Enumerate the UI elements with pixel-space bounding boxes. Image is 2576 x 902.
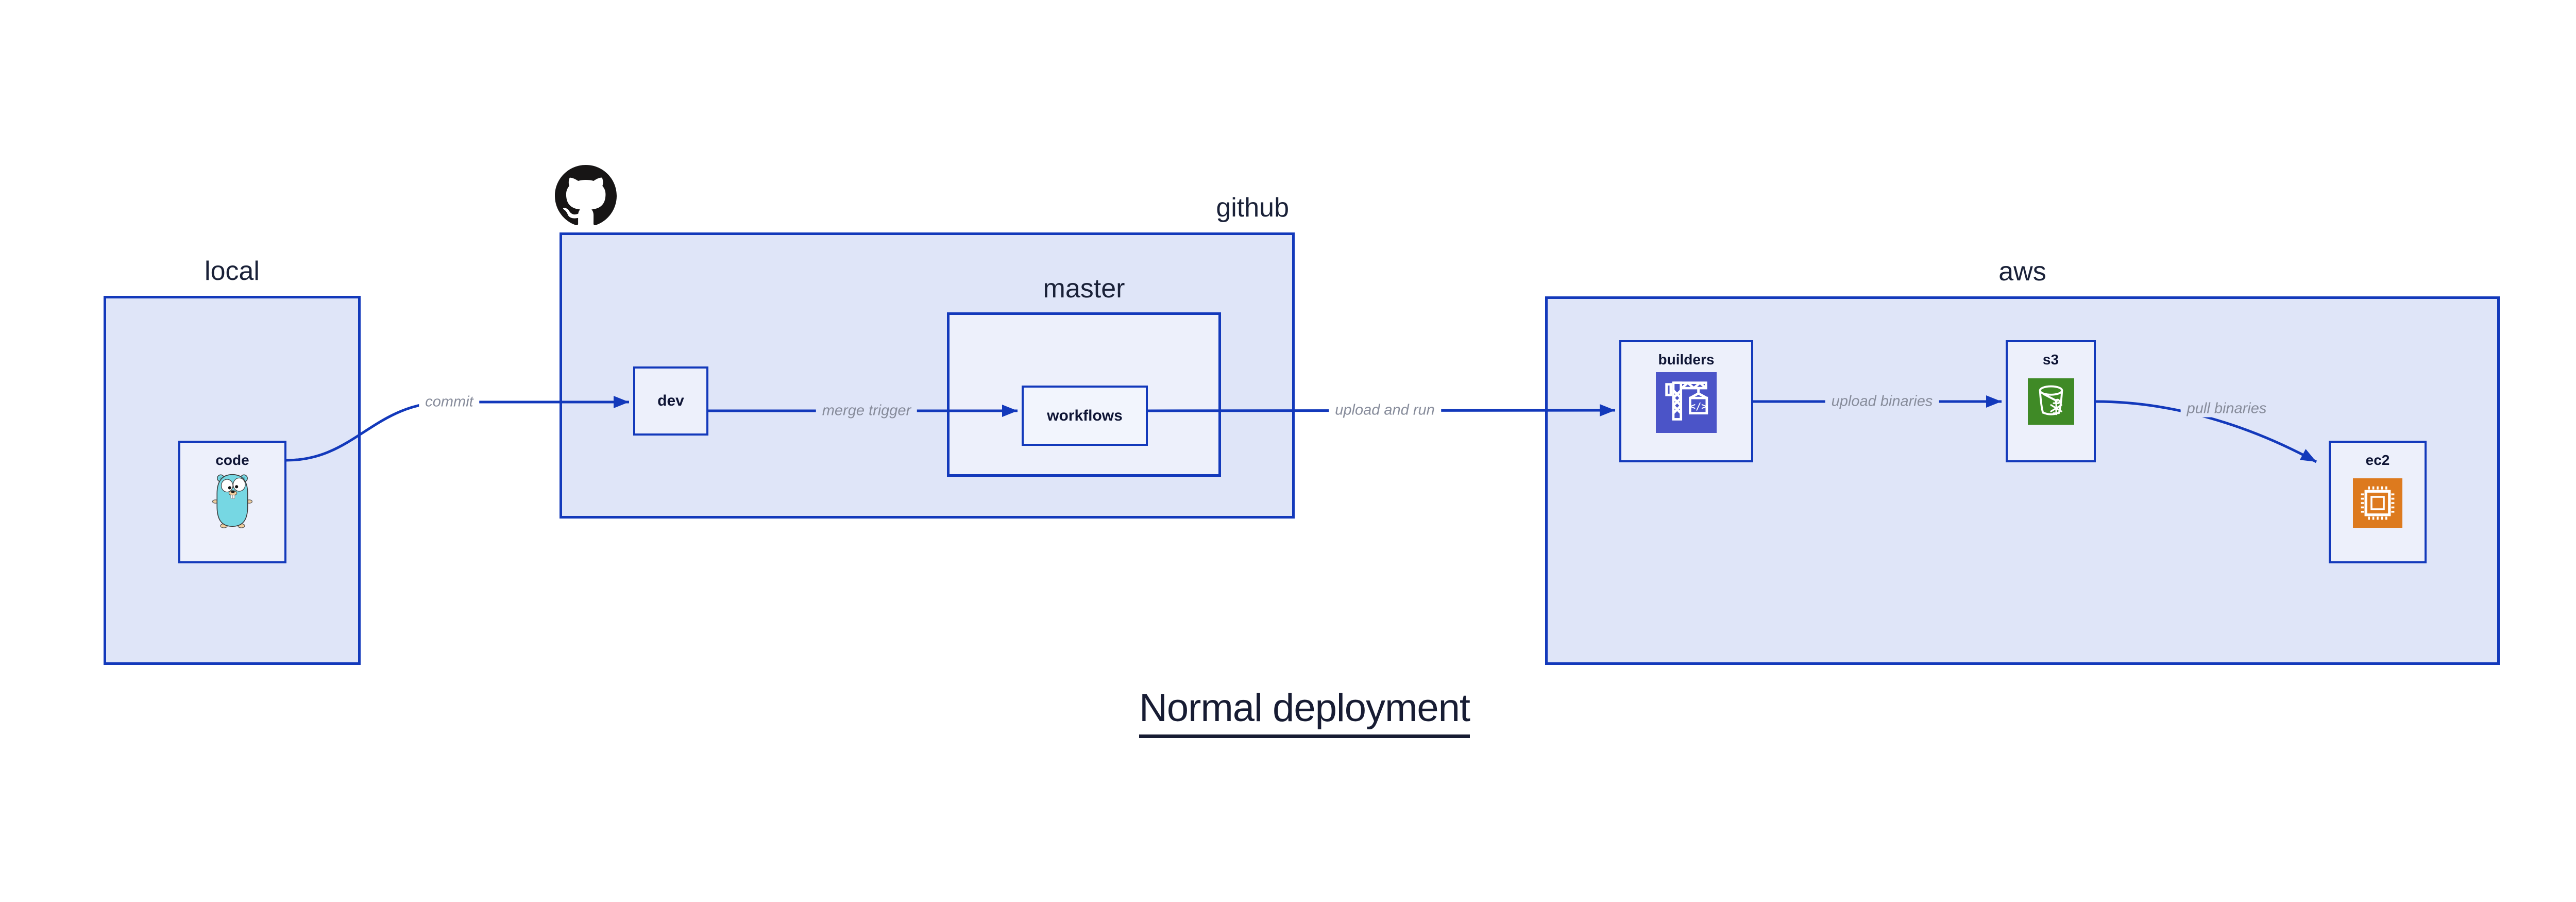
s3-bucket-icon xyxy=(2028,378,2074,425)
dev-node: dev xyxy=(633,366,708,436)
ec2-node: ec2 xyxy=(2329,441,2427,563)
github-group-label: github xyxy=(1216,193,1289,223)
github-octocat-icon xyxy=(555,165,617,227)
workflows-node: workflows xyxy=(1022,386,1148,446)
diagram-title: Normal deployment xyxy=(1047,686,1562,739)
codebuild-crane-icon: </> xyxy=(1656,372,1717,433)
ec2-chip-icon xyxy=(2353,478,2402,528)
master-group-label: master xyxy=(1043,274,1125,304)
local-group-label: local xyxy=(205,256,260,286)
svg-text:</>: </> xyxy=(1690,402,1707,412)
go-gopher-icon xyxy=(211,473,253,529)
dev-node-label: dev xyxy=(657,392,684,409)
upload-and-run-edge-label: upload and run xyxy=(1329,402,1441,419)
pull-binaries-edge-label: pull binaries xyxy=(2180,400,2273,417)
merge-trigger-edge-label: merge trigger xyxy=(816,402,918,420)
ec2-node-label: ec2 xyxy=(2365,452,2390,468)
commit-edge-label: commit xyxy=(419,393,480,411)
code-node-label: code xyxy=(215,452,249,468)
builders-node-label: builders xyxy=(1658,352,1715,368)
s3-node-label: s3 xyxy=(2042,352,2059,368)
diagram-title-text: Normal deployment xyxy=(1139,686,1470,739)
workflows-node-label: workflows xyxy=(1047,407,1123,424)
aws-group-label: aws xyxy=(1998,257,2046,287)
upload-binaries-edge-label: upload binaries xyxy=(1825,393,1939,410)
